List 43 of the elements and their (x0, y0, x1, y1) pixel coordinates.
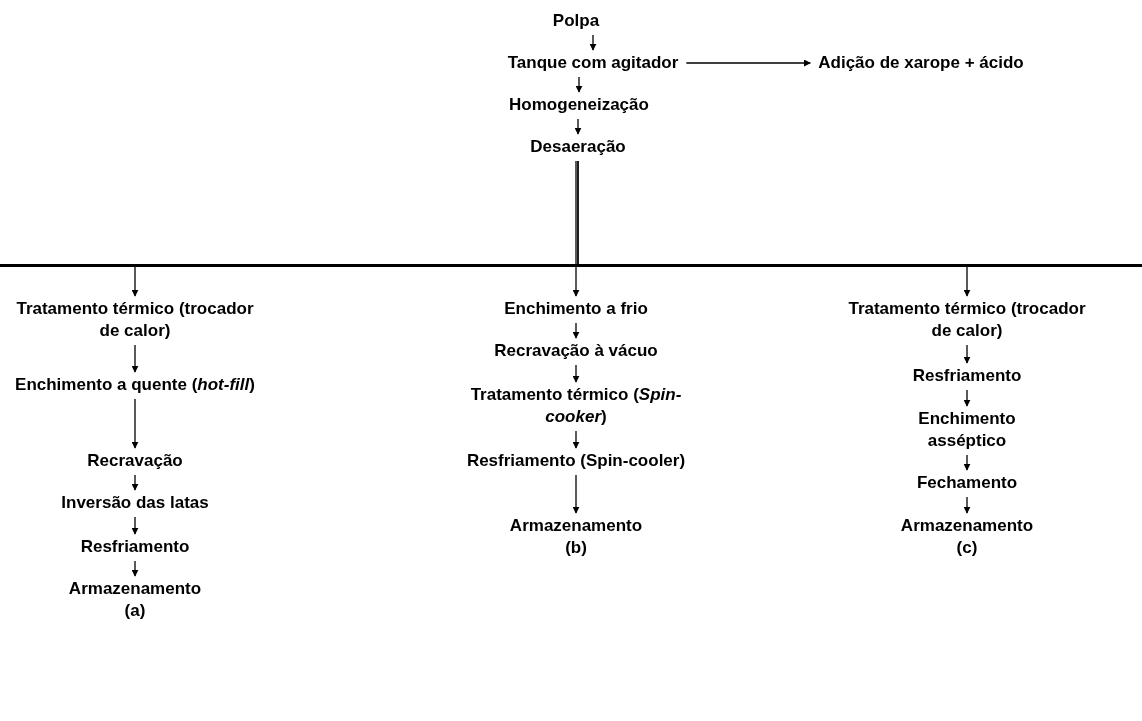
step-label: Inversão das latas (61, 492, 209, 514)
arrow (572, 474, 580, 514)
step-label: Resfriamento (80, 536, 190, 558)
step-label: Enchimento a quente (hot-fill) (14, 374, 256, 396)
step-label: Tratamento térmico (trocador de calor) (15, 298, 255, 342)
branch-label: (a) (123, 600, 147, 622)
arrow (572, 430, 580, 449)
arrow (131, 344, 139, 373)
arrow (963, 389, 971, 407)
step-label: Recravação à vácuo (494, 340, 658, 362)
step-label: Tanque com agitador (507, 52, 679, 74)
branch-label: (b) (564, 537, 588, 559)
step-label: Recravação (87, 450, 183, 472)
step-label: Resfriamento (Spin-cooler) (465, 450, 687, 472)
arrow (685, 59, 811, 67)
arrow (572, 322, 580, 339)
step-label: Homogeneização (509, 94, 649, 116)
step-label: Adição de xarope + ácido (818, 52, 1024, 74)
arrow (963, 496, 971, 514)
arrow (572, 364, 580, 383)
arrow (572, 160, 580, 297)
arrow (575, 76, 583, 93)
step-label: Armazenamento (68, 578, 202, 600)
arrow (131, 516, 139, 535)
step-label: Enchimento a frio (504, 298, 648, 320)
arrow (574, 118, 582, 135)
step-label: Tratamento térmico (trocador de calor) (847, 298, 1087, 342)
arrow (577, 160, 971, 297)
step-label: Enchimento asséptico (917, 408, 1017, 452)
step-label: Armazenamento (509, 515, 643, 537)
arrow (963, 344, 971, 364)
step-label: Polpa (552, 10, 600, 32)
arrow (131, 398, 139, 449)
branch-label: (c) (955, 537, 979, 559)
arrow (963, 454, 971, 471)
step-label: Desaeração (530, 136, 626, 158)
arrow (131, 560, 139, 577)
step-label: Resfriamento (912, 365, 1022, 387)
step-label: Armazenamento (900, 515, 1034, 537)
step-label: Fechamento (916, 472, 1018, 494)
step-label: Tratamento térmico (Spin-cooker) (469, 384, 683, 428)
arrow (589, 34, 597, 51)
arrow (131, 474, 139, 491)
